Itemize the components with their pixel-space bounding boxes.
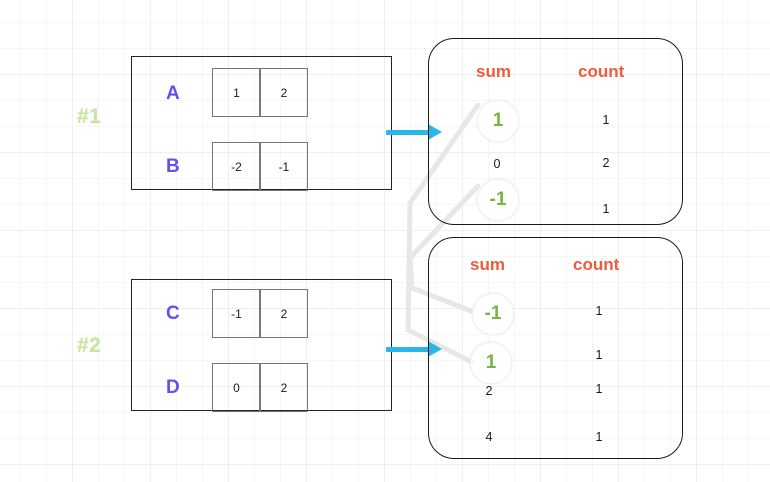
cell: -2 [212, 142, 261, 191]
group-1-row-B-cells: -2 -1 [212, 142, 309, 191]
group-2-row-name-D: D [166, 377, 180, 398]
group-label-2: #2 [77, 334, 102, 357]
table-2-row-3-sum: 2 [485, 384, 493, 398]
table-1-row-2-count: 2 [602, 156, 610, 170]
group-2-row-name-C: C [166, 303, 180, 324]
cell: 2 [259, 289, 309, 338]
partial-aggregate-table-2 [428, 237, 683, 459]
table-2-row-2-count: 1 [595, 348, 603, 362]
cell: 2 [259, 363, 309, 412]
table-1-row-2-sum: 0 [493, 157, 501, 171]
group-1-row-name-A: A [166, 83, 180, 104]
arrow-head [428, 124, 442, 140]
group-2-row-C-cells: -1 2 [212, 289, 309, 338]
table-1-header-count: count [578, 62, 625, 81]
table-2-header-sum: sum [470, 255, 505, 274]
table-2-header-count: count [573, 255, 620, 274]
table-1-header-sum: sum [476, 62, 511, 81]
group-box-1 [131, 56, 392, 190]
table-2-row-2-sum: 1 [470, 342, 512, 384]
table-2-row-1-sum: -1 [472, 293, 514, 335]
cell: 1 [212, 68, 261, 117]
arrow-head [428, 341, 442, 357]
table-2-row-4-count: 1 [595, 430, 603, 444]
table-1-row-1-sum: 1 [477, 100, 519, 142]
cell: 0 [212, 363, 261, 412]
table-1-row-3-sum: -1 [477, 179, 519, 221]
table-1-row-3-count: 1 [602, 202, 610, 216]
table-2-row-4-sum: 4 [485, 430, 493, 444]
group-1-row-name-B: B [166, 156, 180, 177]
table-1-row-1-count: 1 [602, 113, 610, 127]
group-label-1: #1 [77, 105, 102, 128]
cell: -1 [212, 289, 261, 338]
arrow-shaft [386, 130, 430, 135]
table-2-row-1-count: 1 [595, 304, 603, 318]
group-1-row-A-cells: 1 2 [212, 68, 309, 117]
arrow-shaft [386, 347, 430, 352]
partial-aggregate-table-1 [428, 38, 683, 225]
table-2-row-3-count: 1 [595, 382, 603, 396]
group-box-2 [131, 279, 392, 411]
cell: -1 [259, 142, 309, 191]
group-2-row-D-cells: 0 2 [212, 363, 309, 412]
cell: 2 [259, 68, 309, 117]
